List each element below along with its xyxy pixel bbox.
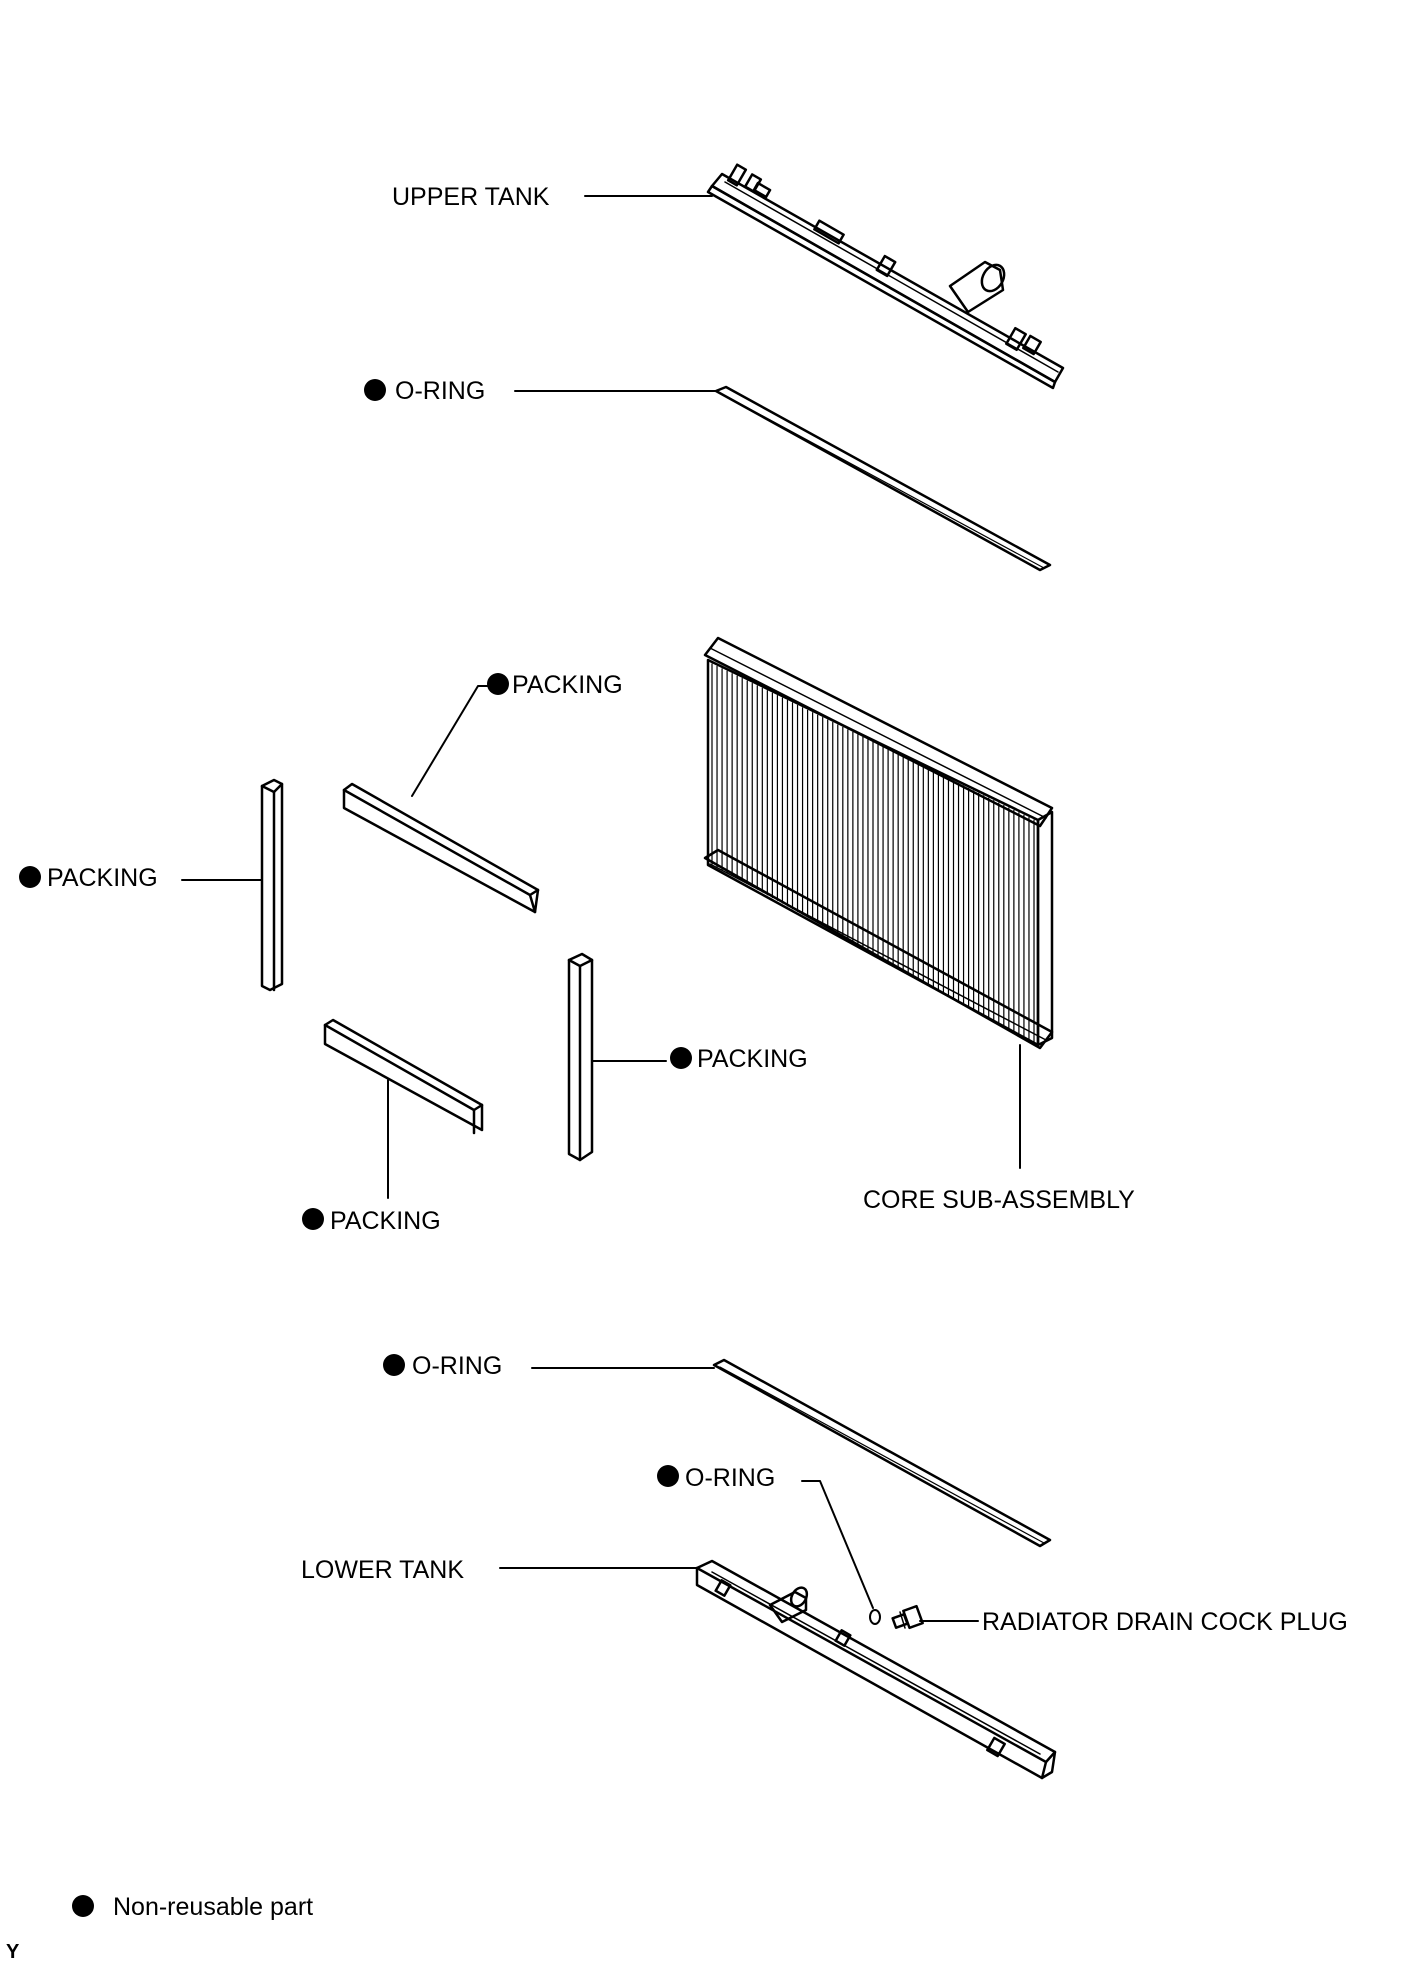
label-upper-tank: UPPER TANK [392, 183, 550, 211]
lower-tank-part [695, 1559, 1057, 1780]
label-radiator-drain-cock-plug: RADIATOR DRAIN COCK PLUG [982, 1608, 1348, 1636]
non-reusable-marker-drain-o-ring [657, 1465, 679, 1487]
label-packing-left: PACKING [47, 864, 158, 892]
non-reusable-marker-packing-right [670, 1047, 692, 1069]
non-reusable-marker-packing-bottom [302, 1208, 324, 1230]
label-packing-bottom: PACKING [330, 1207, 441, 1235]
packing-top-leader [411, 685, 493, 797]
figure-code: Y [6, 1941, 20, 1963]
non-reusable-marker-lower-o-ring [383, 1354, 405, 1376]
upper-tank-part [706, 163, 1065, 390]
packing-bottom-part [323, 1018, 484, 1135]
packing-left-part [260, 778, 284, 992]
label-packing-right: PACKING [697, 1045, 808, 1073]
label-o-ring-drain: O-RING [685, 1464, 775, 1492]
non-reusable-marker-packing-top [487, 673, 509, 695]
legend-marker [72, 1895, 94, 1917]
drain-cock-plug-part [891, 1604, 924, 1630]
lower-o-ring-part [712, 1358, 1052, 1548]
packing-right-part [567, 952, 594, 1162]
core-sub-assembly-part [703, 636, 1054, 1050]
label-o-ring-lower: O-RING [412, 1352, 502, 1380]
label-lower-tank: LOWER TANK [301, 1556, 464, 1584]
upper-o-ring-part [714, 385, 1052, 572]
drain-o-ring-part [869, 1609, 881, 1625]
label-packing-top: PACKING [512, 671, 623, 699]
non-reusable-marker-upper-o-ring [364, 379, 386, 401]
drain-o-ring-leader [801, 1480, 874, 1609]
non-reusable-marker-packing-left [19, 866, 41, 888]
legend-text: Non-reusable part [113, 1893, 313, 1921]
packing-top-part [342, 782, 540, 914]
label-o-ring-upper: O-RING [395, 377, 485, 405]
label-core-sub-assembly: CORE SUB-ASSEMBLY [863, 1186, 1135, 1214]
